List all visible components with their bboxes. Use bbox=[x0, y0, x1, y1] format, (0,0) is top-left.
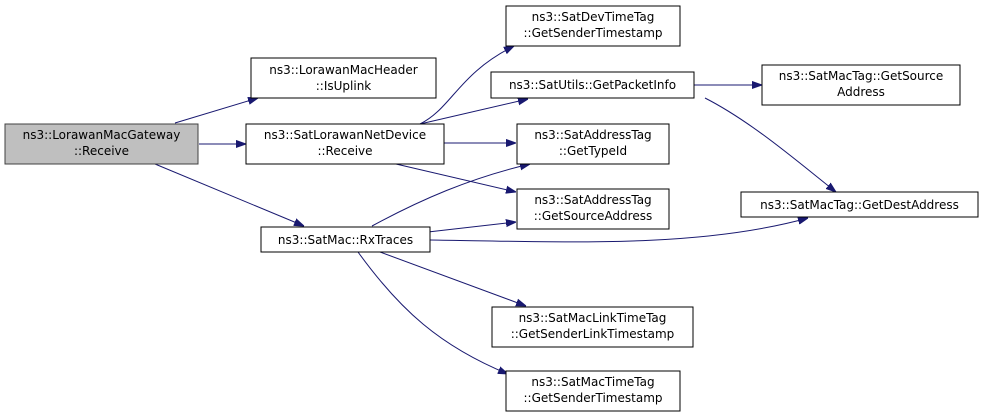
edge-netdevice-to-sourceaddr bbox=[395, 163, 516, 192]
node-mactag-dest[interactable]: ns3::SatMacTag::GetDestAddress bbox=[740, 191, 979, 218]
edge-rxtraces-to-macdest bbox=[429, 218, 808, 243]
node-linktimetag-sender[interactable]: ns3::SatMacLinkTimeTag ::GetSenderLinkTi… bbox=[491, 306, 694, 348]
node-addresstag-typeid[interactable]: ns3::SatAddressTag ::GetTypeId bbox=[516, 123, 670, 165]
node-label-line: ns3::SatUtils::GetPacketInfo bbox=[509, 78, 676, 92]
node-label-line: ::GetSenderTimestamp bbox=[524, 391, 663, 405]
node-mactag-source[interactable]: ns3::SatMacTag::GetSource Address bbox=[761, 64, 961, 106]
edge-rxtraces-to-linktimetag bbox=[379, 251, 526, 306]
node-label-line: ns3::SatAddressTag bbox=[534, 193, 651, 207]
edge-gateway-to-isuplink bbox=[174, 98, 258, 124]
node-netdevice-receive[interactable]: ns3::SatLorawanNetDevice ::Receive bbox=[245, 123, 445, 165]
edge-gateway-to-rxtraces bbox=[154, 163, 304, 226]
node-label-line: ns3::LorawanMacHeader bbox=[269, 63, 418, 77]
node-label-line: ::GetSenderTimestamp bbox=[524, 26, 663, 40]
node-mactimetag-sender[interactable]: ns3::SatMacTimeTag ::GetSenderTimestamp bbox=[505, 370, 681, 412]
edge-packetinfo-to-macdest bbox=[704, 97, 836, 192]
node-label-line: Address bbox=[837, 85, 885, 99]
edge-rxtraces-to-typeid bbox=[371, 164, 530, 227]
node-mac-header-isuplink[interactable]: ns3::LorawanMacHeader ::IsUplink bbox=[250, 57, 437, 99]
node-label-line: ns3::SatLorawanNetDevice bbox=[264, 128, 426, 142]
edge-rxtraces-to-sourceaddr bbox=[427, 222, 516, 233]
node-label-line: ns3::SatAddressTag bbox=[534, 128, 651, 142]
edge-netdevice-to-packetinfo bbox=[419, 99, 528, 125]
node-utils-packetinfo[interactable]: ns3::SatUtils::GetPacketInfo bbox=[490, 71, 695, 99]
node-satmac-rxtraces[interactable]: ns3::SatMac::RxTraces bbox=[260, 226, 431, 253]
node-label-line: ns3::SatMacTag::GetSource bbox=[779, 69, 944, 83]
edge-netdevice-to-devtimetag bbox=[419, 46, 514, 125]
node-label-line: ns3::SatMacTimeTag bbox=[531, 375, 654, 389]
node-label-line: ns3::SatMac::RxTraces bbox=[278, 233, 413, 247]
edge-rxtraces-to-mactimetag bbox=[357, 251, 508, 374]
node-label-line: ::GetSenderLinkTimestamp bbox=[511, 327, 675, 341]
node-label-line: ::Receive bbox=[317, 144, 372, 158]
node-label-line: ::IsUplink bbox=[316, 79, 372, 93]
node-label-line: ::Receive bbox=[74, 144, 129, 158]
node-label-line: ::GetSourceAddress bbox=[534, 209, 652, 223]
node-label-line: ::GetTypeId bbox=[559, 144, 627, 158]
node-label-line: ns3::SatMacTag::GetDestAddress bbox=[760, 198, 959, 212]
node-label-line: ns3::SatDevTimeTag bbox=[532, 10, 655, 24]
edges bbox=[154, 46, 836, 374]
node-devtimetag-sender[interactable]: ns3::SatDevTimeTag ::GetSenderTimestamp bbox=[505, 5, 681, 47]
node-label-line: ns3::SatMacLinkTimeTag bbox=[519, 311, 667, 325]
node-addresstag-source[interactable]: ns3::SatAddressTag ::GetSourceAddress bbox=[516, 188, 670, 230]
nodes: ns3::LorawanMacGateway ::Receive ns3::Lo… bbox=[4, 5, 979, 412]
node-label-line: ns3::LorawanMacGateway bbox=[23, 128, 181, 142]
node-gateway-receive[interactable]: ns3::LorawanMacGateway ::Receive bbox=[4, 123, 199, 165]
